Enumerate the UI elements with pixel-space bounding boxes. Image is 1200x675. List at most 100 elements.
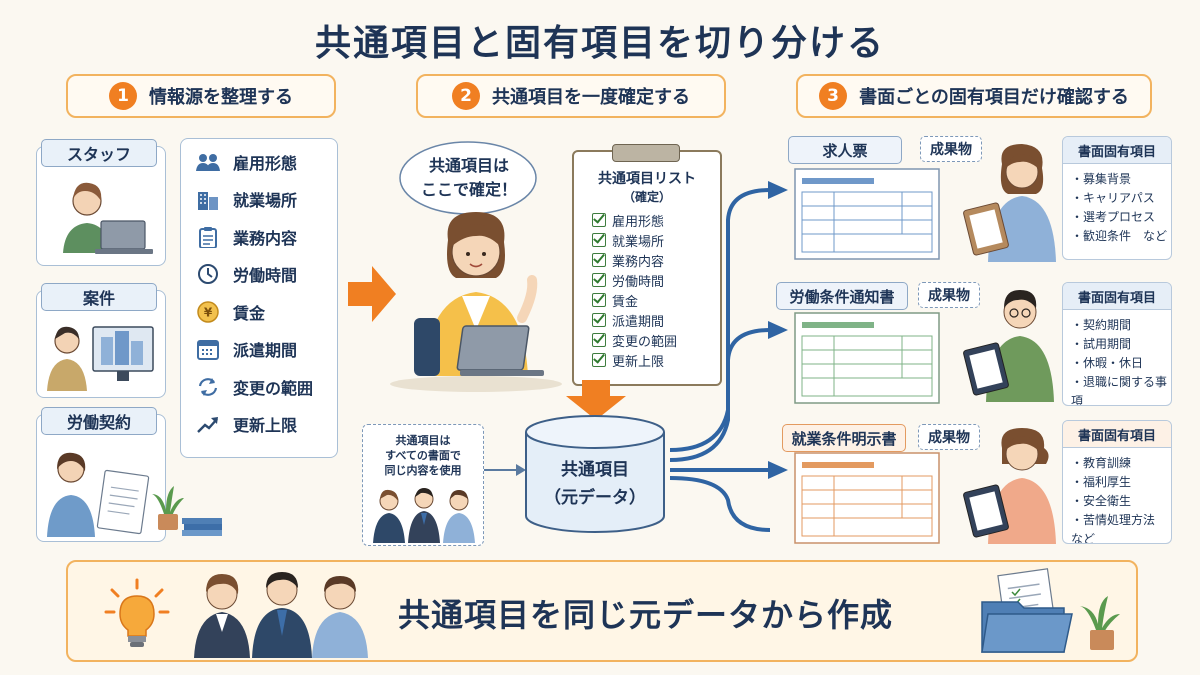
bubble-line-2: ここで確定！ <box>420 180 517 199</box>
checklist-item-label: 更新上限 <box>612 354 665 370</box>
three-people-illustration <box>373 488 475 543</box>
source-label-staff: スタッフ <box>41 139 157 167</box>
info-item-wage: ¥ 賃金 <box>195 293 337 331</box>
checkbox-checked-icon <box>592 353 606 367</box>
checklist-item-label: 派遣期間 <box>612 314 665 330</box>
common-items-note: 共通項目は すべての書面で 同じ内容を使用 <box>362 424 484 546</box>
document-label-employment-terms: 就業条件明示書 <box>782 424 906 452</box>
svg-text:¥: ¥ <box>204 305 213 319</box>
unique-item: 試用期間 <box>1071 335 1171 354</box>
unique-items-list: 募集背景 キャリアパス 選考プロセス 歓迎条件 など <box>1063 170 1171 246</box>
step-3-label: 書面ごとの固有項目だけ確認する <box>859 87 1129 108</box>
refresh-icon <box>198 377 218 396</box>
checklist-item-label: 業務内容 <box>612 254 665 270</box>
clipboard-icon <box>199 226 217 248</box>
clipboard-clip <box>612 144 680 162</box>
checklist-item: 雇用形態 <box>592 210 677 230</box>
step-1-header: 1 情報源を整理する <box>66 74 336 118</box>
info-item-label: 派遣期間 <box>233 341 298 361</box>
branch-arrows-icon <box>669 181 788 532</box>
step-1-number: 1 <box>109 82 137 110</box>
checkbox-checked-icon <box>592 293 606 307</box>
bottom-message: 共通項目を同じ元データから作成 <box>398 596 894 634</box>
unique-item: 苦情処理方法 など <box>1071 511 1171 543</box>
step-1-label: 情報源を整理する <box>149 87 293 108</box>
checklist-item-label: 雇用形態 <box>612 214 665 230</box>
info-item-label: 労働時間 <box>233 266 298 286</box>
unique-item: キャリアパス <box>1071 189 1171 208</box>
page-title: 共通項目と固有項目を切り分ける <box>314 23 885 64</box>
unique-items-card-job-posting: 書面固有項目 募集背景 キャリアパス 選考プロセス 歓迎条件 など <box>1062 136 1172 260</box>
checklist-item-label: 変更の範囲 <box>612 334 678 350</box>
info-item-scope-of-change: 変更の範囲 <box>195 368 337 406</box>
bottom-banner: 共通項目を同じ元データから作成 <box>66 560 1138 662</box>
checklist-subtitle: （確定） <box>622 190 671 204</box>
unique-item: 安全衛生 <box>1071 492 1171 511</box>
source-label-project: 案件 <box>41 283 157 311</box>
staff-laptop-illustration <box>63 182 153 254</box>
yen-coin-icon: ¥ <box>197 301 219 323</box>
info-item-label: 変更の範囲 <box>233 378 314 398</box>
step-2-header: 2 共通項目を一度確定する <box>416 74 726 118</box>
checklist-items: 雇用形態 就業場所 業務内容 労働時間 賃金 派遣期間 変更の範囲 更新上限 <box>592 210 677 370</box>
unique-items-list: 教育訓練 福利厚生 安全衛生 苦情処理方法 など <box>1063 454 1171 543</box>
info-item-label: 更新上限 <box>233 416 298 436</box>
trend-up-icon <box>197 417 218 434</box>
info-item-renewal-limit: 更新上限 <box>195 406 337 444</box>
unique-item: 福利厚生 <box>1071 473 1171 492</box>
checklist-item: 労働時間 <box>592 270 677 290</box>
source-card-staff: スタッフ <box>36 139 166 266</box>
unique-item: 休暇・休日 <box>1071 354 1171 373</box>
info-item-employment-type: 雇用形態 <box>195 143 337 181</box>
bubble-line-1: 共通項目は <box>428 156 509 175</box>
arrow-down-orange-icon <box>566 380 626 420</box>
unique-items-title: 書面固有項目 <box>1063 137 1171 164</box>
checkbox-checked-icon <box>592 313 606 327</box>
source-card-project: 案件 <box>36 283 166 398</box>
labor-conditions-form-preview <box>794 312 940 404</box>
unique-item: 契約期間 <box>1071 316 1171 335</box>
man-clipboard-illustration <box>963 290 1054 402</box>
note-line-1: 共通項目は <box>395 434 451 447</box>
database-line-1: 共通項目 <box>561 460 629 480</box>
lightbulb-icon <box>104 578 170 647</box>
unique-item: 募集背景 <box>1071 170 1171 189</box>
unique-items-card-labor-conditions: 書面固有項目 契約期間 試用期間 休暇・休日 退職に関する事項 など <box>1062 282 1172 406</box>
thought-bubble-text: 共通項目は ここで確定！ <box>406 154 532 202</box>
plant-books-illustration <box>152 486 222 536</box>
people-icon <box>196 153 220 171</box>
unique-items-list: 契約期間 試用期間 休暇・休日 退職に関する事項 など <box>1063 316 1171 405</box>
calendar-icon <box>197 340 219 361</box>
checklist-item: 派遣期間 <box>592 310 677 330</box>
arrow-right-orange-icon <box>348 266 396 322</box>
info-item-working-hours: 労働時間 <box>195 256 337 294</box>
checklist-item-label: 労働時間 <box>612 274 665 290</box>
woman-clipboard-illustration <box>963 144 1056 262</box>
folder-documents-illustration <box>981 568 1120 653</box>
info-item-label: 賃金 <box>233 303 266 323</box>
checklist-item: 業務内容 <box>592 250 677 270</box>
clock-icon <box>198 264 218 285</box>
job-posting-form-preview <box>794 168 940 260</box>
checklist-item: 賃金 <box>592 290 677 310</box>
step-3-header: 3 書面ごとの固有項目だけ確認する <box>796 74 1152 118</box>
checklist-item: 就業場所 <box>592 230 677 250</box>
step-2-number: 2 <box>452 82 480 110</box>
checklist-item-label: 就業場所 <box>612 234 665 250</box>
checklist-title: 共通項目リスト <box>598 171 696 187</box>
info-item-job-description: 業務内容 <box>195 218 337 256</box>
note-line-3: 同じ内容を使用 <box>384 464 462 477</box>
woman-clipboard-illustration <box>963 428 1056 544</box>
note-line-2: すべての書面で <box>385 449 461 462</box>
info-item-dispatch-period: 派遣期間 <box>195 331 337 369</box>
employment-terms-form-preview <box>794 452 940 544</box>
unique-items-title: 書面固有項目 <box>1063 283 1171 310</box>
database-cylinder-icon <box>525 415 665 533</box>
arrow-to-database-icon <box>484 464 526 476</box>
checklist-item: 更新上限 <box>592 350 677 370</box>
database-label: 共通項目 （元データ） <box>520 456 670 512</box>
document-label-labor-conditions: 労働条件通知書 <box>776 282 908 310</box>
contract-reading-illustration <box>47 452 150 537</box>
checkbox-checked-icon <box>592 233 606 247</box>
document-label-job-posting: 求人票 <box>788 136 902 164</box>
